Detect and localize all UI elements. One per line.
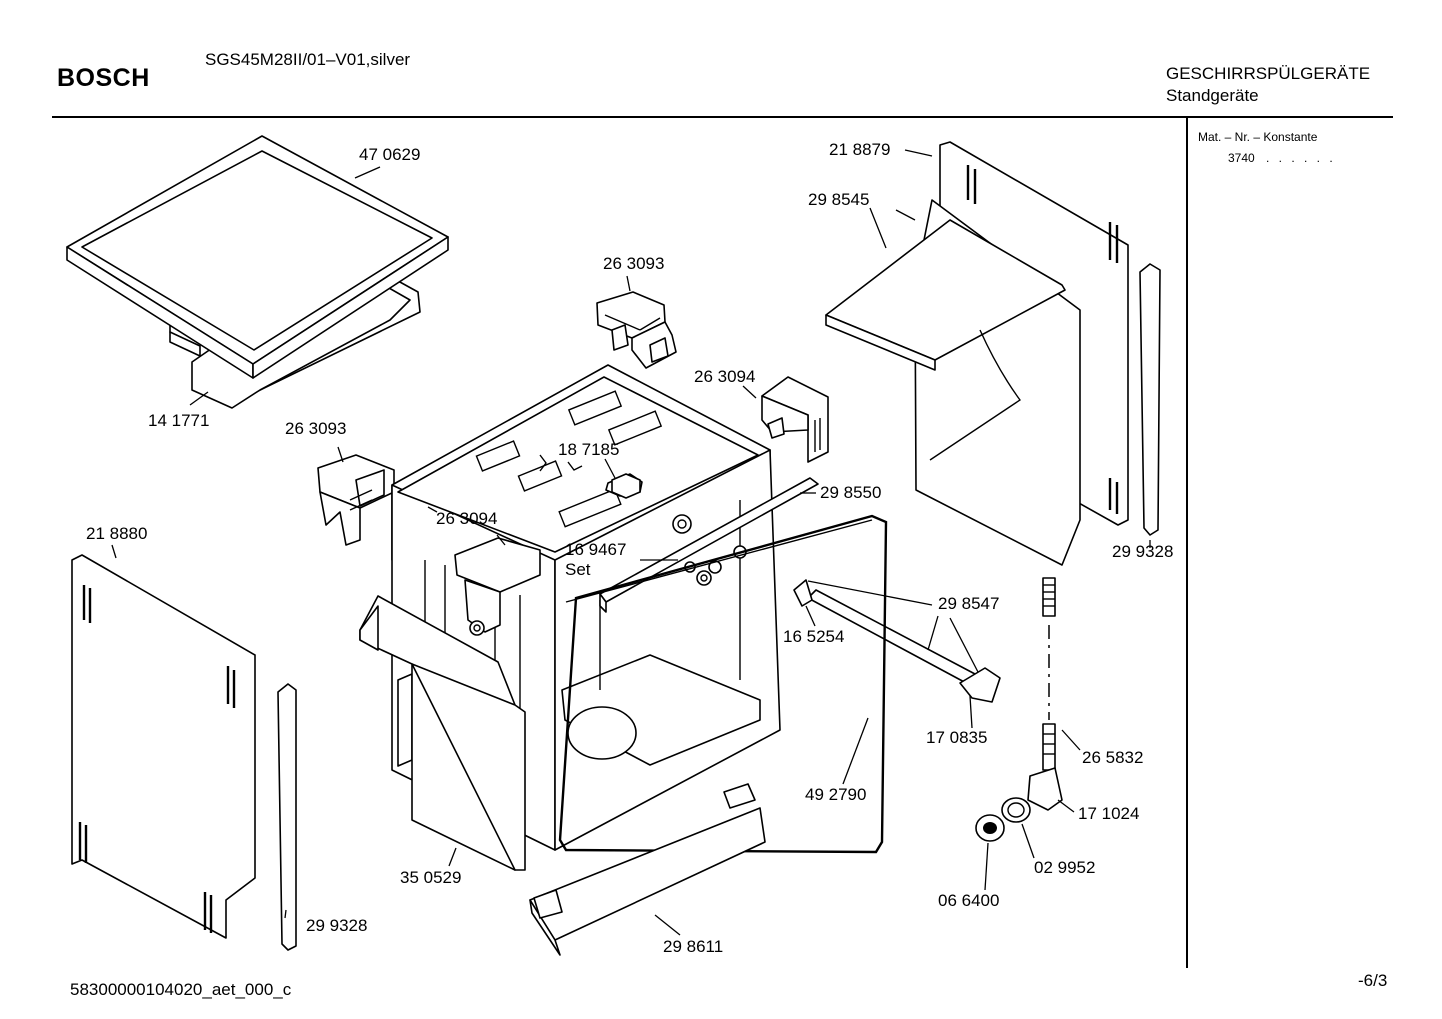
spray-arm-bar bbox=[793, 579, 1001, 703]
leader-lines bbox=[111, 149, 1151, 936]
part-label-263093-upper: 26 3093 bbox=[603, 254, 665, 273]
trim-strip-right bbox=[1139, 263, 1161, 536]
part-label-187185: 18 7185 bbox=[558, 440, 620, 459]
part-label-165254: 16 5254 bbox=[783, 627, 845, 646]
sump-connector bbox=[1027, 767, 1063, 811]
subcategory-title: Standgeräte bbox=[1166, 86, 1259, 105]
part-label-218880: 21 8880 bbox=[86, 524, 148, 543]
material-number-value: 3740 bbox=[1228, 151, 1255, 165]
part-label-263094-upper: 26 3094 bbox=[694, 367, 756, 386]
part-label-set: Set bbox=[565, 560, 591, 579]
part-label-029952: 02 9952 bbox=[1034, 858, 1096, 877]
bracket-right-upper bbox=[761, 376, 829, 463]
worktop-part bbox=[66, 135, 449, 409]
part-label-170835: 17 0835 bbox=[926, 728, 988, 747]
part-label-470629: 47 0629 bbox=[359, 145, 421, 164]
part-label-169467: 16 9467 bbox=[565, 540, 627, 559]
category-title: GESCHIRRSPÜLGERÄTE bbox=[1166, 64, 1371, 83]
part-label-298550: 29 8550 bbox=[820, 483, 882, 502]
filter-cap bbox=[975, 814, 1005, 842]
part-label-218879: 21 8879 bbox=[829, 140, 891, 159]
part-label-265832: 26 5832 bbox=[1082, 748, 1144, 767]
side-panel-left bbox=[71, 554, 256, 939]
bracket-upper bbox=[596, 291, 677, 369]
brand-logo: BOSCH bbox=[57, 64, 150, 92]
material-number-label: Mat. – Nr. – Konstante bbox=[1198, 130, 1318, 144]
top-rail bbox=[599, 477, 819, 613]
part-label-298545: 29 8545 bbox=[808, 190, 870, 209]
document-id: 58300000104020_aet_000_c bbox=[70, 980, 292, 999]
part-label-350529: 35 0529 bbox=[400, 868, 462, 887]
sealing-ring bbox=[1001, 797, 1031, 823]
spring-hose bbox=[1042, 577, 1056, 771]
model-number: SGS45M28II/01–V01,silver bbox=[205, 50, 411, 69]
part-label-299328-right: 29 9328 bbox=[1112, 542, 1174, 561]
part-label-299328-left: 29 9328 bbox=[306, 916, 368, 935]
bracket-left bbox=[317, 454, 395, 546]
part-label-141771: 14 1771 bbox=[148, 411, 210, 430]
part-label-263093-left: 26 3093 bbox=[285, 419, 347, 438]
toe-kick bbox=[529, 783, 766, 956]
part-label-492790: 49 2790 bbox=[805, 785, 867, 804]
front-panel bbox=[359, 595, 526, 871]
part-label-298611: 29 8611 bbox=[663, 937, 724, 956]
bracket-left-lower bbox=[454, 537, 541, 636]
trim-strip-left bbox=[277, 683, 297, 951]
part-label-263094-left: 26 3094 bbox=[436, 509, 498, 528]
page-number: -6/3 bbox=[1358, 971, 1388, 990]
part-label-171024: 17 1024 bbox=[1078, 804, 1140, 823]
door-gasket bbox=[558, 514, 888, 854]
part-label-066400: 06 6400 bbox=[938, 891, 1000, 910]
material-number-dots: . . . . . . bbox=[1266, 151, 1336, 165]
part-label-298547: 29 8547 bbox=[938, 594, 1000, 613]
clip-part bbox=[611, 473, 641, 499]
insulation-panel bbox=[825, 199, 1081, 566]
